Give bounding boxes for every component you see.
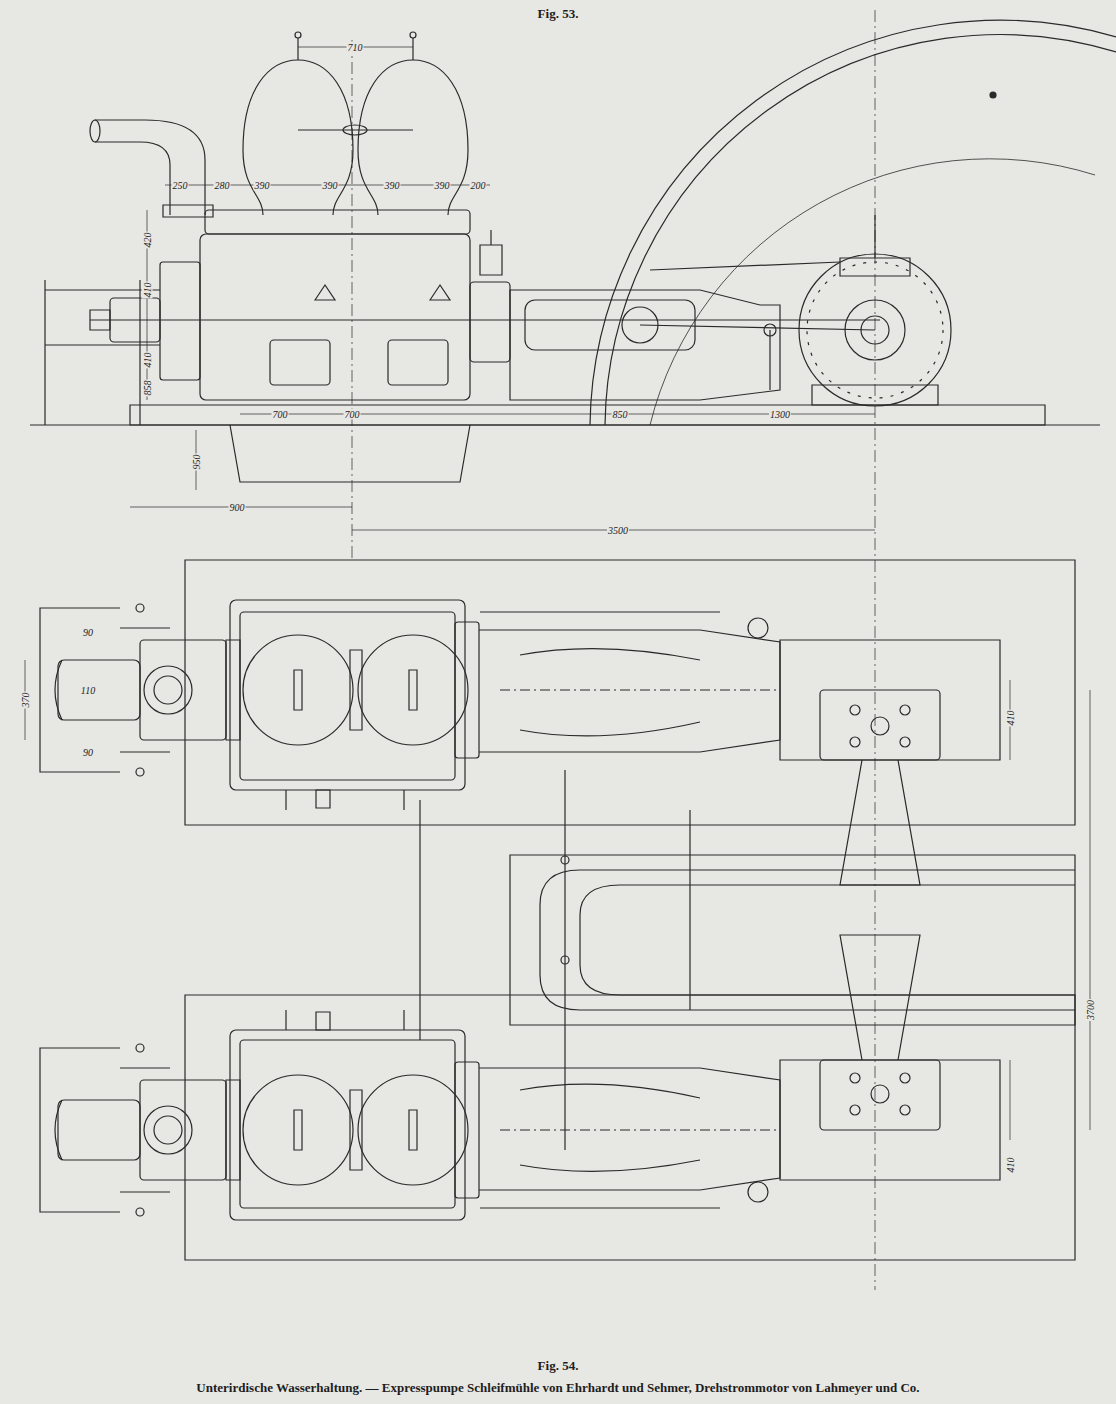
pump-body xyxy=(200,234,470,400)
flywheel-plan xyxy=(540,870,1075,1010)
dimension-label: 370 xyxy=(20,692,31,709)
dimension-label: 410 xyxy=(142,352,153,369)
crosshead-guide xyxy=(525,300,695,350)
cable xyxy=(650,262,840,270)
air-vessel xyxy=(358,60,468,215)
dimension-label: 850 xyxy=(612,409,629,420)
delivery-pipe xyxy=(95,120,205,215)
rod-joint xyxy=(561,856,569,864)
flywheel-rim xyxy=(605,35,1116,425)
vessel-cock xyxy=(412,38,413,60)
pipe xyxy=(419,800,420,1040)
centre-line xyxy=(875,10,876,1290)
dimension-line xyxy=(1090,690,1091,1130)
mark xyxy=(990,92,996,98)
governor xyxy=(769,330,770,390)
flywheel-rim xyxy=(650,159,1095,425)
delivery-pipe xyxy=(95,142,170,215)
dimension-label: 410 xyxy=(1005,710,1016,727)
dimension-label: 250 xyxy=(172,180,189,191)
dimension-label: 1300 xyxy=(769,409,791,420)
pump-plan-upper xyxy=(40,560,1075,885)
valve-cover xyxy=(315,285,450,300)
figure-label: Fig. 54. xyxy=(537,1359,580,1373)
delivery-manifold xyxy=(205,210,470,234)
flywheel-plan xyxy=(580,885,1075,995)
pit xyxy=(230,425,470,482)
dimension-label: 390 xyxy=(434,180,451,191)
rod-joint xyxy=(561,956,569,964)
dimension-label: 3500 xyxy=(607,525,629,536)
dimension-label: 390 xyxy=(322,180,339,191)
dimension-label: 420 xyxy=(142,232,153,249)
tie-bar xyxy=(343,125,367,135)
dimension-label: 710 xyxy=(347,42,364,53)
crank-pit-outline xyxy=(510,855,1075,1025)
centre-line xyxy=(352,40,353,560)
valve-cover xyxy=(270,340,330,385)
dimension-label: 390 xyxy=(384,180,401,191)
side-elevation xyxy=(30,20,1116,482)
dimension-label: 700 xyxy=(272,409,289,420)
dimension-label: 410 xyxy=(142,282,153,299)
vessel-cock xyxy=(297,38,298,60)
dimension-label: 900 xyxy=(229,502,246,513)
valve-cover xyxy=(388,340,448,385)
dimension-label: 390 xyxy=(254,180,271,191)
side-elevation xyxy=(243,240,353,300)
dimension-label: 950 xyxy=(191,454,202,471)
dimension-label: 410 xyxy=(1005,1157,1016,1174)
flange xyxy=(163,205,213,217)
handrail xyxy=(45,280,160,425)
dimension-line xyxy=(470,414,875,415)
crank-pit xyxy=(420,770,1075,1150)
lubricator xyxy=(490,230,491,245)
crosshead-frame xyxy=(510,290,780,400)
air-vessel xyxy=(243,60,353,215)
dimension-label: 90 xyxy=(82,747,94,758)
delivery-pipe xyxy=(90,120,100,142)
flywheel-rim xyxy=(590,20,1116,425)
governor xyxy=(764,324,776,336)
pump-plan-lower xyxy=(40,935,1075,1260)
lubricator xyxy=(480,245,502,275)
dimension-label: 90 xyxy=(82,627,94,638)
dimension-label: 110 xyxy=(80,685,96,696)
dimension-label: 200 xyxy=(470,180,487,191)
dimension-label: 858 xyxy=(142,380,153,397)
foundation xyxy=(130,405,1045,425)
dimension-label: 3700 xyxy=(1085,999,1096,1021)
figure-title: Fig. 53. xyxy=(537,7,580,21)
pipe xyxy=(689,810,690,1010)
dimension-label: 280 xyxy=(214,180,231,191)
dimension-line xyxy=(1010,1060,1011,1140)
tie-bar xyxy=(298,129,413,130)
vessel-cock xyxy=(295,32,301,38)
connecting-rod xyxy=(640,325,875,330)
figure-caption: Unterirdische Wasserhaltung. — Expresspu… xyxy=(195,1381,920,1395)
dimension-label: 700 xyxy=(344,409,361,420)
valve-rod xyxy=(564,770,565,1150)
piston-rod xyxy=(90,319,880,320)
vessel-cock xyxy=(410,32,416,38)
flange xyxy=(470,282,510,362)
dimension-lines xyxy=(25,10,1090,1290)
pump-cylinder xyxy=(160,262,200,380)
